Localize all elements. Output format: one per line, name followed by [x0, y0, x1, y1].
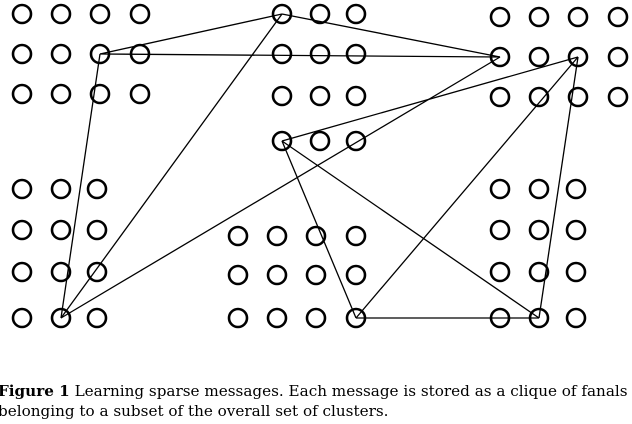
- cluster-5: [11, 178, 108, 329]
- fanal-node: [271, 3, 293, 25]
- fanal-node: [227, 307, 249, 329]
- caption-line-2: belonging to a subset of the overall set…: [0, 402, 389, 420]
- cluster-network-diagram: [11, 3, 629, 329]
- figure-label: Figure 1: [0, 382, 70, 400]
- clique-edge: [60, 13, 283, 319]
- fanal-node: [129, 43, 151, 65]
- fanal-node: [11, 219, 33, 241]
- clique-edge: [99, 13, 283, 55]
- fanal-node: [50, 43, 72, 65]
- clique-edge: [60, 56, 501, 319]
- fanal-node: [266, 307, 288, 329]
- fanal-node: [489, 6, 511, 28]
- fanal-node: [89, 43, 111, 65]
- cluster-1: [11, 3, 151, 105]
- fanal-node: [489, 178, 511, 200]
- fanal-node: [528, 261, 550, 283]
- fanal-node: [309, 43, 331, 65]
- fanal-node: [227, 264, 249, 286]
- cluster-7: [489, 178, 587, 329]
- fanal-node: [11, 3, 33, 25]
- clique-edges: [60, 13, 579, 319]
- fanal-node: [11, 43, 33, 65]
- fanal-node: [271, 85, 293, 107]
- fanal-node: [50, 307, 72, 329]
- fanal-node: [489, 86, 511, 108]
- fanal-node: [305, 307, 327, 329]
- fanal-node: [50, 3, 72, 25]
- fanal-node: [89, 3, 111, 25]
- fanal-node: [607, 86, 629, 108]
- clique-edge: [60, 53, 101, 319]
- fanal-node: [528, 86, 550, 108]
- fanal-node: [11, 83, 33, 105]
- fanal-node: [86, 219, 108, 241]
- fanal-node: [309, 3, 331, 25]
- clique-edge: [281, 140, 357, 319]
- fanal-node: [565, 261, 587, 283]
- fanal-node: [345, 307, 367, 329]
- fanal-node: [345, 85, 367, 107]
- clique-edge: [99, 53, 501, 58]
- fanal-node: [489, 219, 511, 241]
- cluster-2: [271, 3, 367, 107]
- clique-edge: [281, 56, 579, 142]
- fanal-node: [567, 86, 589, 108]
- fanal-node: [50, 261, 72, 283]
- fanal-node: [345, 130, 367, 152]
- fanal-node: [489, 307, 511, 329]
- fanal-node: [266, 225, 288, 247]
- clique-edge: [281, 13, 501, 58]
- fanal-node: [11, 307, 33, 329]
- fanal-node: [266, 264, 288, 286]
- cluster-3: [489, 6, 629, 108]
- figure-caption: Figure 1 Learning sparse messages. Each …: [0, 381, 632, 421]
- fanal-node: [567, 46, 589, 68]
- fanal-node: [227, 225, 249, 247]
- fanal-node: [309, 130, 331, 152]
- fanal-node: [345, 3, 367, 25]
- fanal-nodes: [11, 3, 629, 329]
- fanal-node: [129, 3, 151, 25]
- fanal-node: [565, 307, 587, 329]
- fanal-node: [129, 83, 151, 105]
- fanal-node: [271, 130, 293, 152]
- fanal-node: [489, 46, 511, 68]
- fanal-node: [305, 225, 327, 247]
- fanal-node: [345, 43, 367, 65]
- fanal-node: [50, 83, 72, 105]
- fanal-node: [565, 219, 587, 241]
- fanal-node: [607, 46, 629, 68]
- fanal-node: [565, 178, 587, 200]
- fanal-node: [11, 261, 33, 283]
- fanal-node: [89, 83, 111, 105]
- fanal-node: [528, 219, 550, 241]
- cluster-4: [271, 130, 367, 152]
- clique-edge: [355, 56, 579, 319]
- fanal-node: [50, 178, 72, 200]
- fanal-node: [567, 6, 589, 28]
- fanal-node: [489, 261, 511, 283]
- caption-text-1: Learning sparse messages. Each message i…: [74, 382, 628, 400]
- fanal-node: [309, 85, 331, 107]
- fanal-node: [86, 307, 108, 329]
- fanal-node: [271, 43, 293, 65]
- fanal-node: [528, 307, 550, 329]
- fanal-node: [345, 264, 367, 286]
- fanal-node: [50, 219, 72, 241]
- fanal-node: [86, 261, 108, 283]
- cluster-6: [227, 225, 367, 329]
- fanal-node: [345, 225, 367, 247]
- fanal-node: [528, 6, 550, 28]
- fanal-node: [528, 178, 550, 200]
- clique-edge: [281, 140, 540, 319]
- fanal-node: [11, 178, 33, 200]
- fanal-node: [528, 46, 550, 68]
- fanal-node: [86, 178, 108, 200]
- caption-line-1: Figure 1 Learning sparse messages. Each …: [0, 381, 632, 401]
- fanal-node: [607, 6, 629, 28]
- fanal-node: [305, 264, 327, 286]
- clique-edge: [538, 56, 579, 319]
